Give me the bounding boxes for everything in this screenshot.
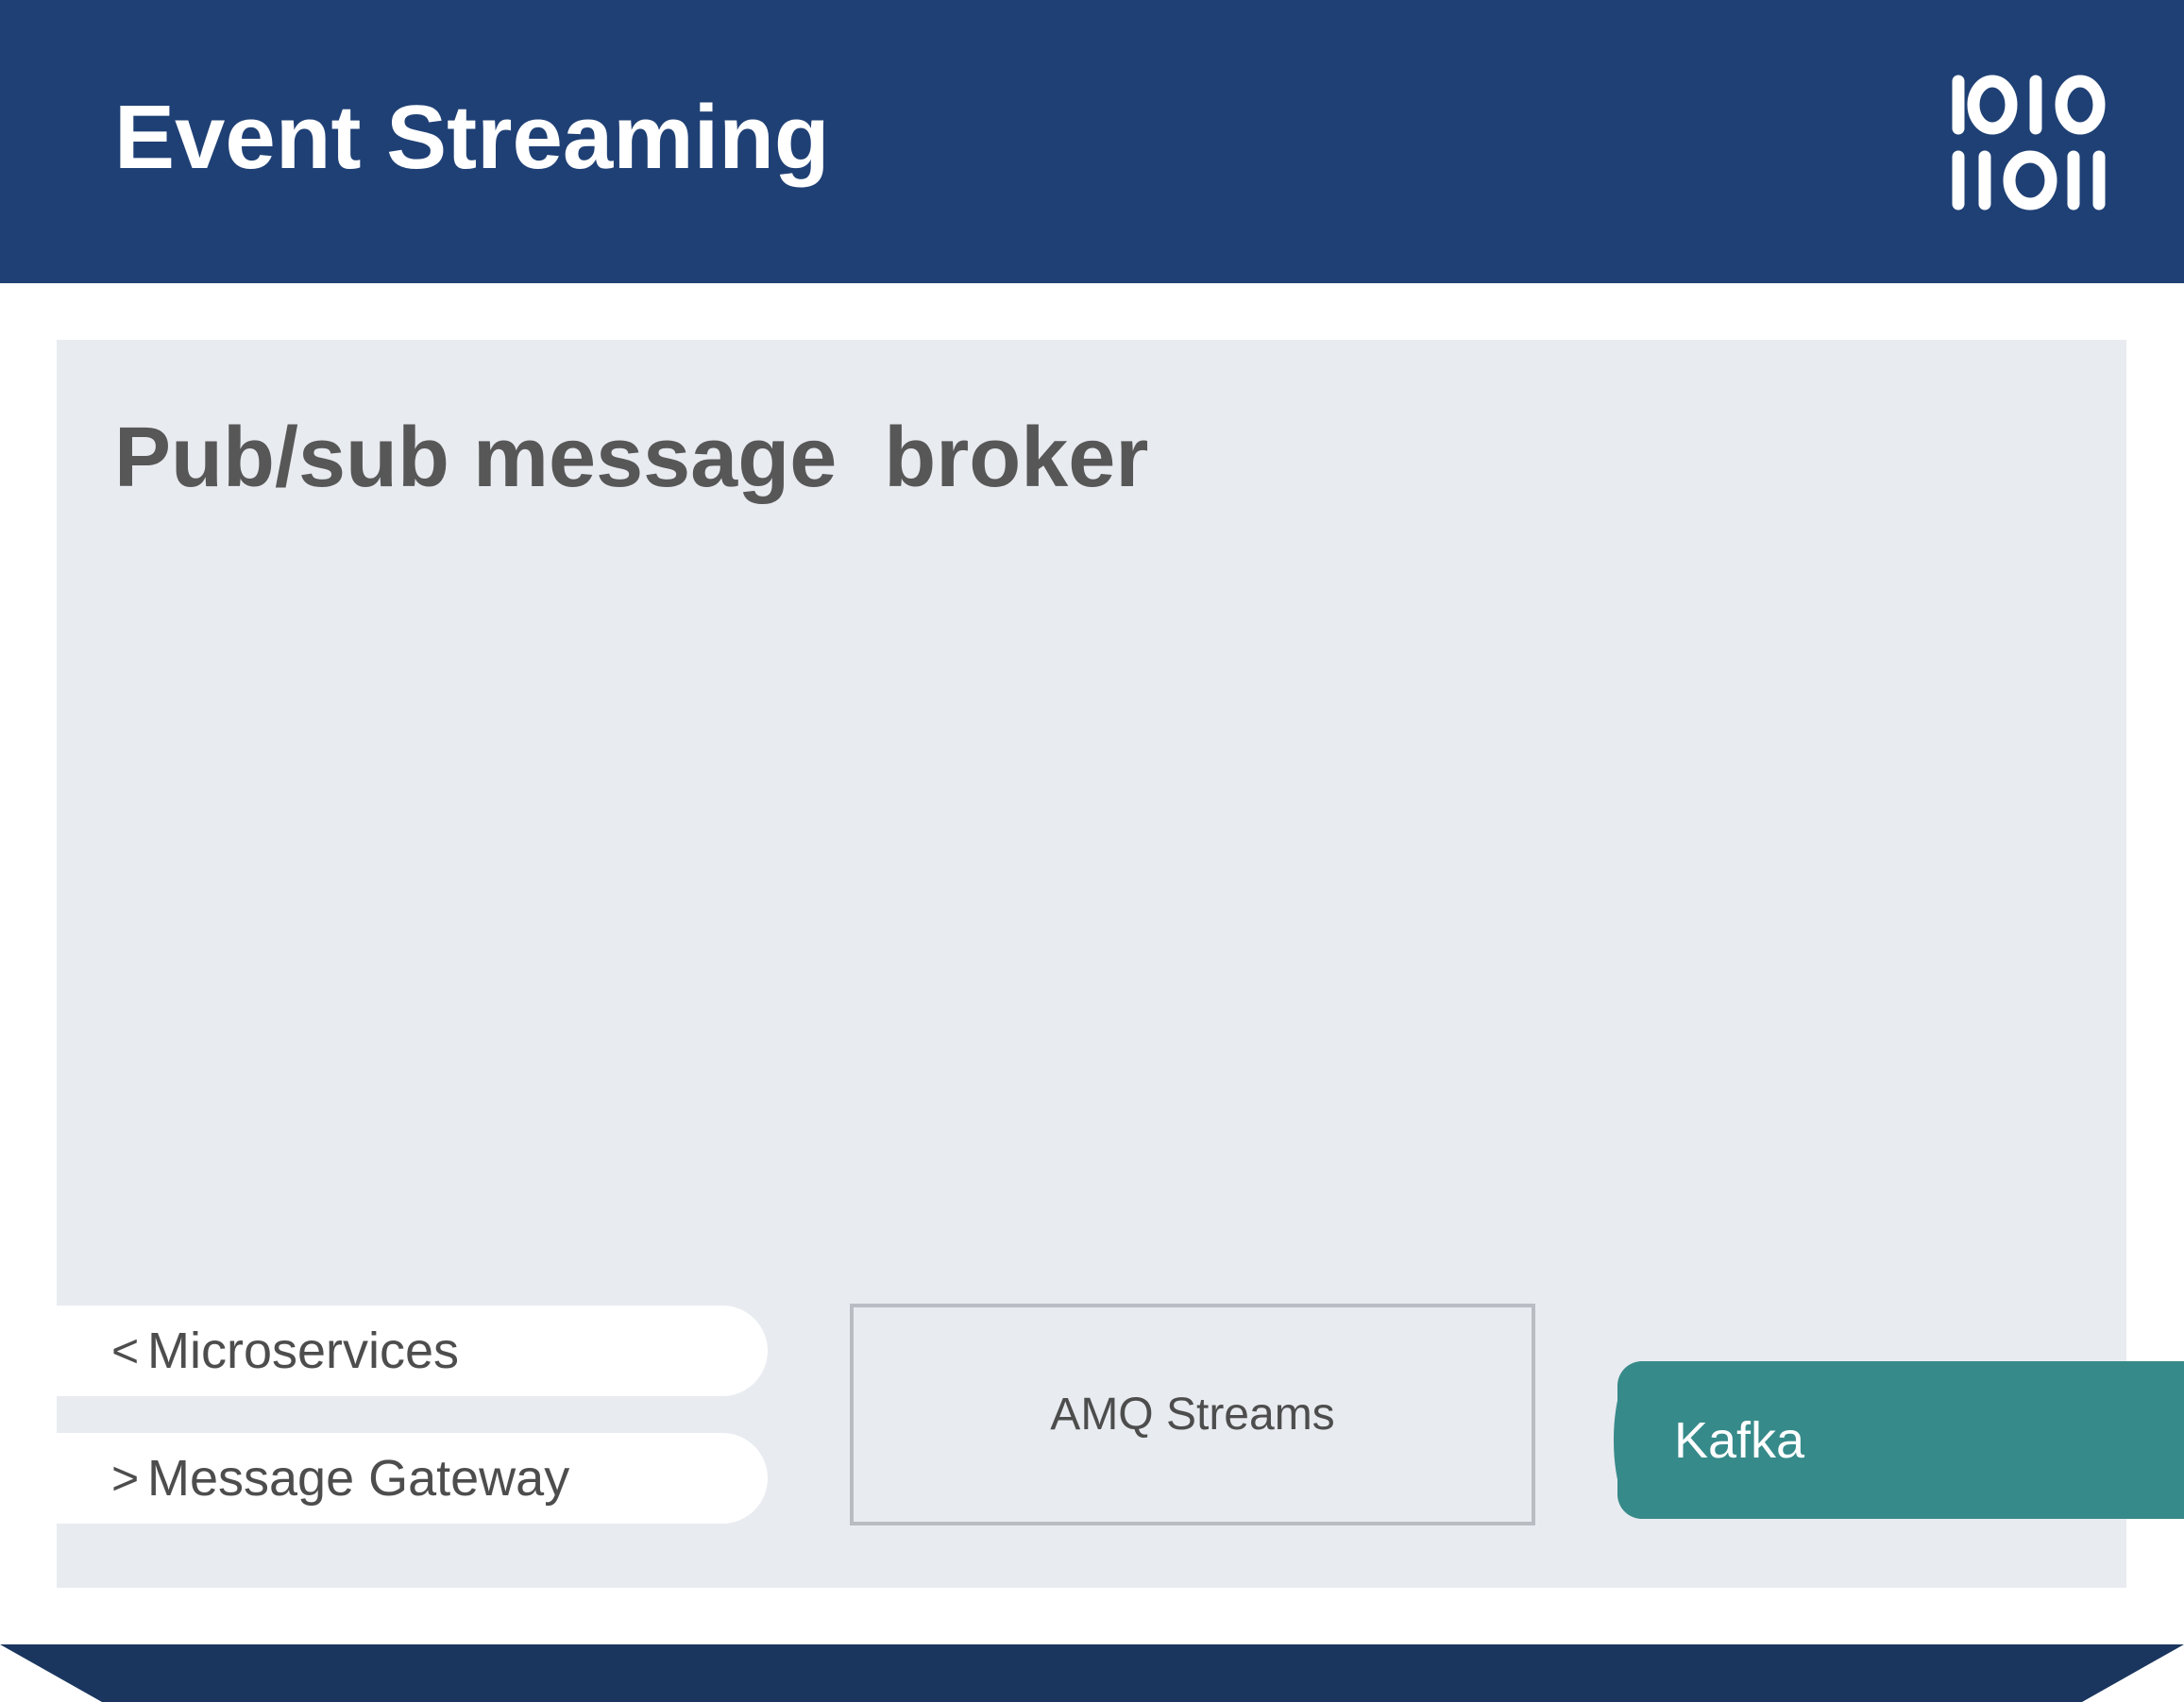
message-gateway-label: Message Gateway [147,1450,570,1507]
footer-band [0,1644,2184,1702]
binary-icon [1952,75,2106,211]
chevron-right-icon: > [111,1452,140,1505]
amq-streams-label: AMQ Streams [1050,1390,1335,1440]
message-gateway-nav-button[interactable]: > Message Gateway [57,1433,768,1524]
header-bar: Event Streaming [0,0,2184,283]
panel-title: Pub/sub message broker [114,411,1149,505]
chevron-left-icon: < [111,1324,140,1377]
kafka-label: Kafka [1674,1411,1805,1469]
amq-streams-box: AMQ Streams [850,1304,1535,1525]
microservices-nav-button[interactable]: < Microservices [57,1306,768,1396]
kafka-tab: Kafka [1614,1361,2184,1519]
page-title: Event Streaming [114,87,830,188]
microservices-label: Microservices [147,1323,460,1379]
